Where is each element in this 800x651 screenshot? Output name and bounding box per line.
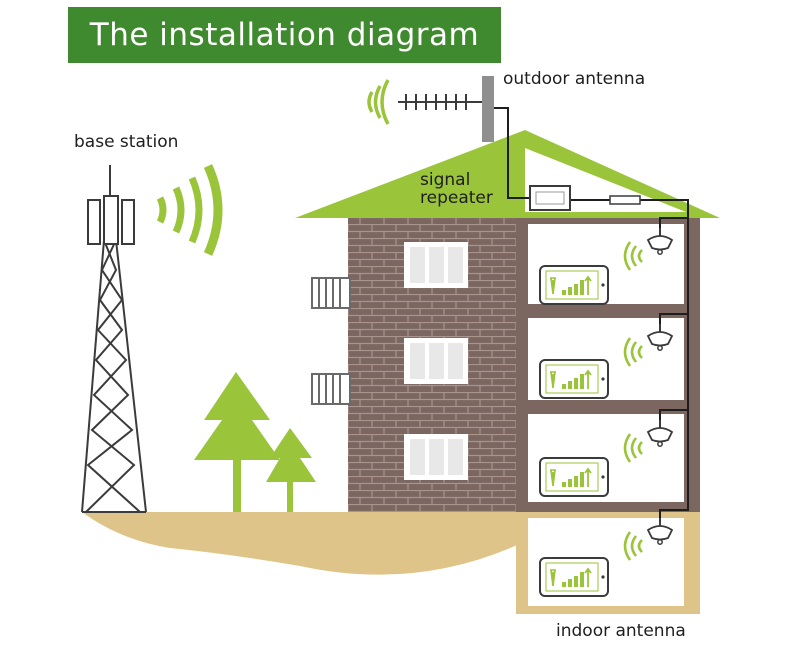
outdoor-antenna-label: outdoor antenna [503,69,646,89]
tree-icon [266,428,316,512]
outdoor-antenna-signal-waves [367,79,390,125]
signal-repeater-label-line2: repeater [420,188,493,208]
balcony-icon [311,277,351,309]
indoor-antenna-label: indoor antenna [556,621,686,641]
phone-signal-icon [539,557,609,597]
base-station-signal-waves [156,164,223,256]
balcony-icon [311,373,351,405]
window-icon [404,338,468,384]
cell-tower-icon [81,165,147,513]
base-station-label: base station [74,132,179,152]
yagi-antenna-icon [398,76,494,142]
repeater-box-icon [529,185,641,211]
phone-signal-icon [539,265,609,305]
tree-icon [194,372,280,512]
cable [494,107,689,518]
phone-signal-icon [539,457,609,497]
window-icon [404,242,468,288]
window-icon [404,434,468,480]
diagram-title: The installation diagram [89,17,480,53]
signal-repeater-label-line1: signal [420,170,471,190]
title-banner: The installation diagram [68,7,501,63]
phone-signal-icon [539,359,609,399]
ground [82,512,528,575]
